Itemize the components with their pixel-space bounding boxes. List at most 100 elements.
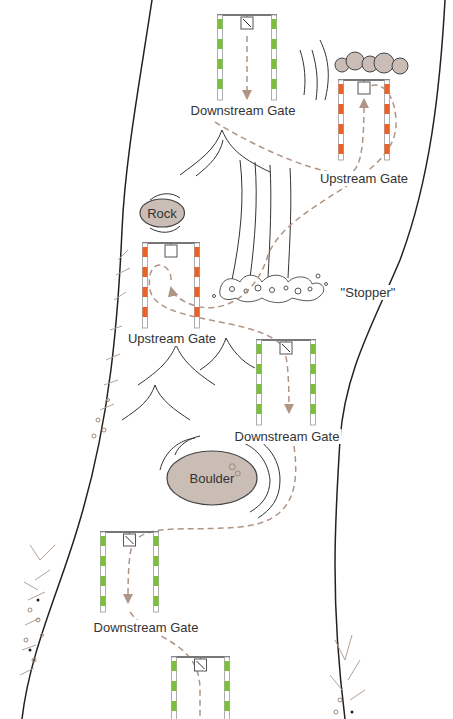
board-diagonal — [282, 344, 290, 352]
pole-stripe — [101, 596, 106, 606]
pebbles — [24, 399, 342, 715]
stone — [167, 451, 257, 505]
gate-wire — [256, 339, 316, 341]
pole-stripe — [195, 307, 200, 317]
pole-stripe — [143, 307, 148, 317]
gate-number-board — [124, 534, 136, 546]
hazard-label: "Stopper" — [339, 285, 398, 300]
pole-stripe — [195, 287, 200, 297]
right-bank — [335, 0, 445, 719]
bank-vegetation — [20, 250, 365, 700]
pole-stripe — [311, 404, 316, 414]
gate-pole — [101, 532, 106, 612]
gate-wire — [217, 14, 277, 16]
pole-stripe — [225, 701, 230, 711]
pole-stripe — [154, 596, 159, 606]
pole-stripe — [143, 267, 148, 277]
pole-stripe — [339, 104, 344, 114]
board-diagonal — [243, 19, 251, 27]
gate-pole — [272, 15, 277, 100]
pole-stripe — [218, 59, 223, 69]
gate-number-board — [195, 659, 207, 671]
rock-shape: Rock — [139, 198, 186, 228]
upstream-gate — [338, 80, 390, 160]
flow-lines — [122, 40, 328, 518]
board-diagonal — [126, 536, 134, 544]
pole-stripe — [154, 536, 159, 546]
rock-cluster — [335, 52, 408, 74]
slalom-gates — [100, 15, 390, 719]
pole-stripe — [272, 19, 277, 29]
board-diagonal — [197, 661, 205, 669]
pole-stripe — [257, 404, 262, 414]
pole-stripe — [272, 79, 277, 89]
downstream-gate — [256, 340, 316, 425]
pole-stripe — [154, 556, 159, 566]
gate-label: Downstream Gate — [189, 103, 298, 118]
gate-label: Upstream Gate — [318, 171, 410, 186]
pole-stripe — [218, 79, 223, 89]
pole-stripe — [339, 124, 344, 134]
gate-number-board — [280, 342, 292, 354]
pole-stripe — [101, 576, 106, 586]
boulder-shape: Boulder — [166, 450, 258, 506]
pole-stripe — [339, 84, 344, 94]
stone — [140, 199, 185, 227]
left-bank — [22, 0, 152, 719]
pole-stripe — [101, 556, 106, 566]
pole-stripe — [257, 384, 262, 394]
pole-stripe — [311, 384, 316, 394]
feature-name: Boulder — [190, 471, 235, 486]
gate-pole — [339, 80, 344, 160]
pole-stripe — [172, 681, 177, 691]
pole-stripe — [257, 344, 262, 354]
gate-label: Downstream Gate — [233, 429, 342, 444]
pole-stripe — [385, 104, 390, 114]
gate-pole — [154, 532, 159, 612]
pole-stripe — [143, 287, 148, 297]
gate-wire — [171, 656, 230, 658]
pole-stripe — [272, 39, 277, 49]
pole-stripe — [172, 701, 177, 711]
gate-wire — [100, 531, 159, 533]
pole-stripe — [385, 84, 390, 94]
gate-label: Upstream Gate — [126, 331, 218, 346]
pole-stripe — [311, 344, 316, 354]
pole-stripe — [218, 39, 223, 49]
pole-stripe — [385, 144, 390, 154]
pole-stripe — [195, 247, 200, 257]
downstream-gate — [217, 15, 277, 100]
pole-stripe — [311, 364, 316, 374]
pole-stripe — [172, 661, 177, 671]
stopper-foam — [213, 274, 328, 303]
gate-number-board — [165, 245, 177, 257]
gate-pole — [218, 15, 223, 100]
gate-pole — [311, 340, 316, 425]
pole-stripe — [272, 59, 277, 69]
pole-stripe — [154, 576, 159, 586]
feature-name: Rock — [147, 206, 177, 221]
pebble — [235, 471, 240, 476]
gate-pole — [172, 657, 177, 719]
pole-stripe — [385, 124, 390, 134]
upstream-gate — [142, 243, 200, 328]
gate-wire — [338, 79, 390, 81]
gate-label: Downstream Gate — [92, 620, 201, 635]
pole-stripe — [101, 536, 106, 546]
pebble — [229, 464, 235, 470]
gate-number-board — [358, 82, 370, 94]
gate-wire — [142, 242, 200, 244]
gate-pole — [143, 243, 148, 328]
pole-stripe — [339, 144, 344, 154]
downstream-gate — [171, 657, 230, 719]
gate-pole — [195, 243, 200, 328]
pole-stripe — [218, 19, 223, 29]
pole-stripe — [257, 364, 262, 374]
gate-pole — [385, 80, 390, 160]
gate-pole — [257, 340, 262, 425]
gate-number-board — [241, 17, 253, 29]
pole-stripe — [225, 661, 230, 671]
downstream-gate — [100, 532, 159, 612]
pole-stripe — [143, 247, 148, 257]
course-route — [128, 36, 396, 719]
